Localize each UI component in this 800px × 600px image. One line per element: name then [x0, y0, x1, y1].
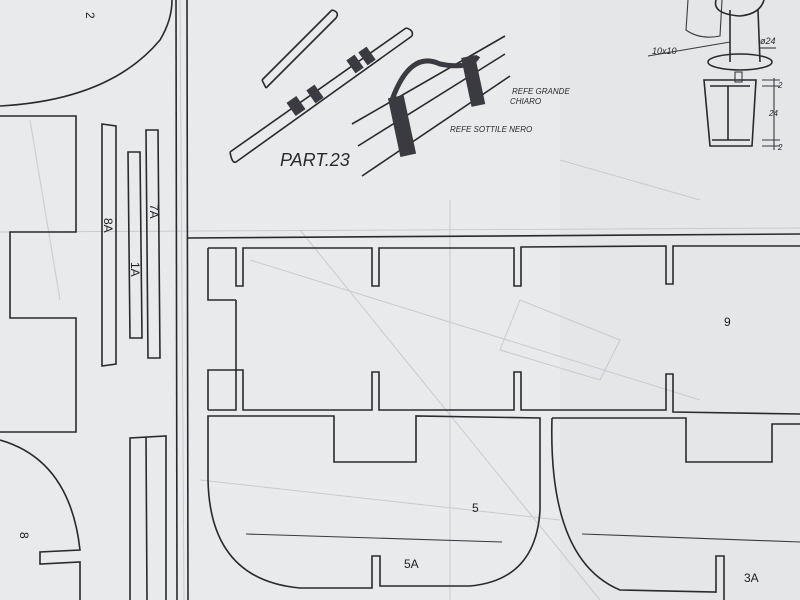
part-2: 2 — [0, 0, 173, 107]
part-label: 5 — [472, 501, 479, 515]
part-label: 3A — [744, 571, 759, 585]
part-9: 9 — [207, 245, 800, 415]
part-label: 8 — [17, 532, 31, 539]
part-label: 7A — [147, 204, 161, 219]
border-line-left-inner — [186, 0, 189, 600]
part-label: 9 — [724, 315, 731, 329]
paper-fold — [0, 227, 800, 233]
note-refe-sottile: REFE SOTTILE NERO — [450, 125, 532, 134]
dim-diameter: ø24 — [760, 36, 776, 46]
dim-bottom: 2 — [777, 143, 783, 152]
note-chiaro: CHIARO — [510, 97, 541, 106]
paper-shadow — [560, 0, 800, 600]
detail-stand: 10x10 ø24 2 24 2 — [647, 0, 783, 152]
paper-fold-vertical — [179, 0, 185, 600]
detail-part23: PART.23 REFE GRANDE CHIARO REFE SOTTILE … — [229, 9, 570, 177]
part-left-frame — [0, 115, 77, 433]
note-refe-grande: REFE GRANDE — [512, 87, 570, 96]
dim-height: 24 — [768, 109, 778, 118]
part-label: 8A — [101, 218, 115, 233]
part-strip-lower — [129, 435, 167, 600]
part23-title: PART.23 — [280, 150, 350, 170]
part-label: 2 — [83, 12, 97, 19]
part-label: 5A — [404, 557, 419, 571]
dim-top: 2 — [777, 81, 783, 90]
background-drawing — [29, 119, 701, 600]
part-8: 8 — [0, 439, 81, 600]
part-strips: 8A 1A 7A — [101, 123, 161, 367]
part-5: 5 5A — [207, 415, 541, 589]
part-3a: 3A — [551, 417, 800, 600]
border-line-left — [175, 0, 178, 600]
border-line-middle — [186, 233, 800, 239]
part-label: 1A — [128, 262, 142, 277]
dim-section: 10x10 — [652, 46, 677, 56]
